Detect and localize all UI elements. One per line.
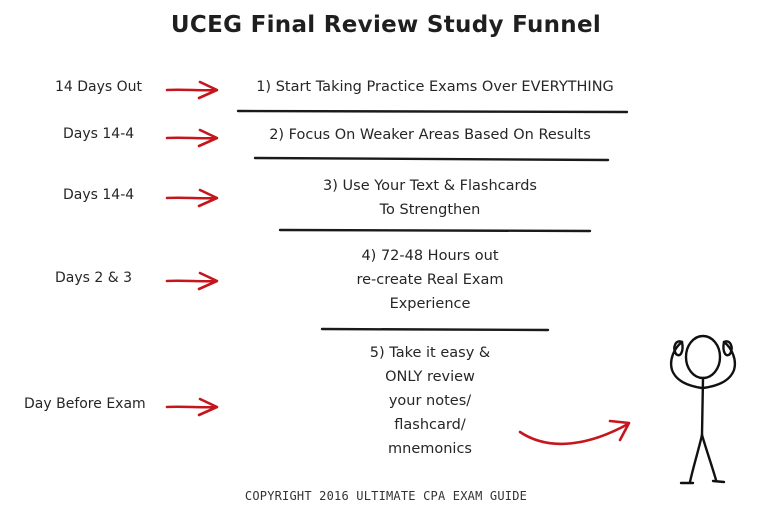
row-label-5: Day Before Exam [24, 396, 146, 412]
funnel-step-1: 1) Start Taking Practice Exams Over EVER… [230, 75, 640, 99]
funnel-divider-3 [278, 228, 592, 233]
right-arrow-icon [165, 188, 219, 208]
right-arrow-icon [165, 80, 219, 100]
funnel-step-3: 3) Use Your Text & Flashcards To Strengt… [280, 174, 580, 222]
step-1-line-1: 1) Start Taking Practice Exams Over EVER… [256, 79, 614, 95]
step-5-line-4: flashcard/ [394, 417, 466, 433]
page-title: UCEG Final Review Study Funnel [170, 12, 602, 38]
row-label-1: 14 Days Out [55, 79, 143, 95]
row-label-4: Days 2 & 3 [55, 270, 133, 286]
step-5-line-2: ONLY review [385, 369, 475, 385]
step-4-line-1: 4) 72-48 Hours out [361, 248, 499, 264]
step-5-line-3: your notes/ [388, 393, 472, 409]
curved-arrow-icon [518, 419, 631, 446]
right-arrow-icon [165, 397, 219, 417]
step-4-line-2: re-create Real Exam [356, 272, 504, 288]
step-5-line-5: mnemonics [388, 441, 472, 457]
funnel-step-5: 5) Take it easy & ONLY review your notes… [340, 341, 520, 461]
row-label-3: Days 14-4 [63, 187, 135, 203]
step-2-line-1: 2) Focus On Weaker Areas Based On Result… [269, 127, 591, 143]
step-3-line-1: 3) Use Your Text & Flashcards [323, 178, 537, 194]
stick-figure-flexing-icon [669, 334, 737, 485]
step-5-line-1: 5) Take it easy & [369, 345, 491, 361]
step-3-line-2: To Strengthen [379, 202, 481, 218]
row-label-2: Days 14-4 [63, 126, 135, 142]
step-4-line-3: Experience [389, 296, 471, 312]
right-arrow-icon [165, 128, 219, 148]
funnel-step-2: 2) Focus On Weaker Areas Based On Result… [250, 123, 610, 147]
funnel-divider-2 [253, 156, 610, 162]
right-arrow-icon [165, 271, 219, 291]
funnel-divider-1 [236, 109, 629, 114]
funnel-divider-4 [320, 327, 550, 332]
copyright-notice: COPYRIGHT 2016 ULTIMATE CPA EXAM GUIDE [244, 489, 528, 503]
funnel-step-4: 4) 72-48 Hours out re-create Real Exam E… [320, 244, 540, 316]
